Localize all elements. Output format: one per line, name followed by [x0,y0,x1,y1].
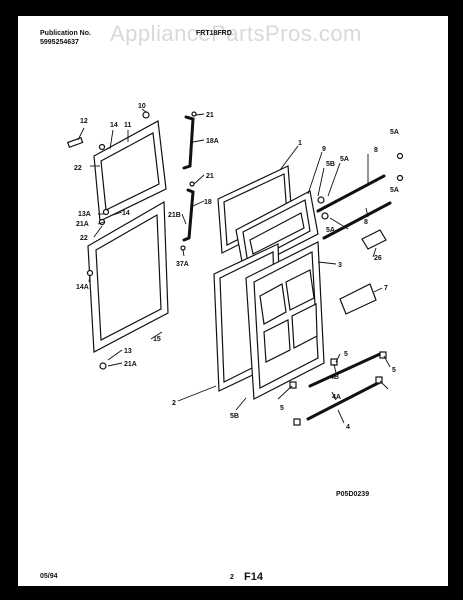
callout-5a: 5A [390,187,399,194]
callout-18: 18 [204,199,212,206]
callout-5a: 5A [326,227,335,234]
publication-label: Publication No. [40,30,91,37]
leader-lines [77,108,391,424]
callout-9: 9 [322,146,326,153]
freezer-shelf-rails [316,152,404,240]
callout-21: 21 [206,112,214,119]
callout-8: 8 [364,219,368,226]
footer-page: 2 [230,574,234,581]
callout-14: 14 [110,122,118,129]
exploded-parts-diagram: 12 14 11 10 21 18A 21 18 21B 37A 22 13A … [66,103,404,431]
footer-date: 05/94 [40,573,58,580]
callout-14: 14 [122,210,130,217]
watermark: AppliancePartsPros.com [110,21,362,46]
callout-10: 10 [138,103,146,110]
callout-14a: 14A [76,284,89,291]
dairy-compartment [339,283,377,315]
callout-1: 1 [298,140,302,147]
callout-22: 22 [74,165,82,172]
callout-4a: 4A [332,394,341,401]
callout-13: 13 [124,348,132,355]
callout-37a: 37A [176,261,189,268]
diagram-sheet: AppliancePartsPros.com Publication No. 5… [18,16,448,586]
callout-labels: 12 14 11 10 21 18A 21 18 21B 37A 22 13A … [74,103,399,431]
callout-4b: 4B [330,374,339,381]
drawing-code: P05D0239 [336,491,370,498]
callout-18a: 18A [206,138,219,145]
footer-figure: F14 [244,571,263,583]
callout-5b: 5B [326,161,335,168]
callout-13a: 13A [78,211,91,218]
callout-21: 21 [206,173,214,180]
freezer-door-liner [235,190,319,273]
callout-5: 5 [392,367,396,374]
callout-11: 11 [124,122,132,129]
callout-5b: 5B [230,413,239,420]
callout-26: 26 [374,255,382,262]
egg-tray [361,229,387,250]
callout-5: 5 [280,405,284,412]
callout-21a: 21A [124,361,137,368]
fresh-food-door-liner [245,241,325,400]
callout-4: 4 [346,424,350,431]
callout-8: 8 [374,147,378,154]
freezer-door-gasket [93,111,167,222]
callout-5a: 5A [390,129,399,136]
callout-21b: 21B [168,212,181,219]
callout-2: 2 [172,400,176,407]
bracket-part-12 [66,136,84,148]
callout-15: 15 [153,336,161,343]
callout-12: 12 [80,118,88,125]
model-number: FRT18FRD [196,30,232,37]
fresh-food-door-gasket [86,200,169,370]
callout-21a: 21A [76,221,89,228]
door-handles [180,111,197,251]
callout-7: 7 [384,285,388,292]
callout-22: 22 [80,235,88,242]
publication-number: 5995254637 [40,39,79,46]
callout-5a: 5A [340,156,349,163]
callout-3: 3 [338,262,342,269]
callout-5: 5 [344,351,348,358]
fresh-food-shelf-rails [289,351,387,426]
